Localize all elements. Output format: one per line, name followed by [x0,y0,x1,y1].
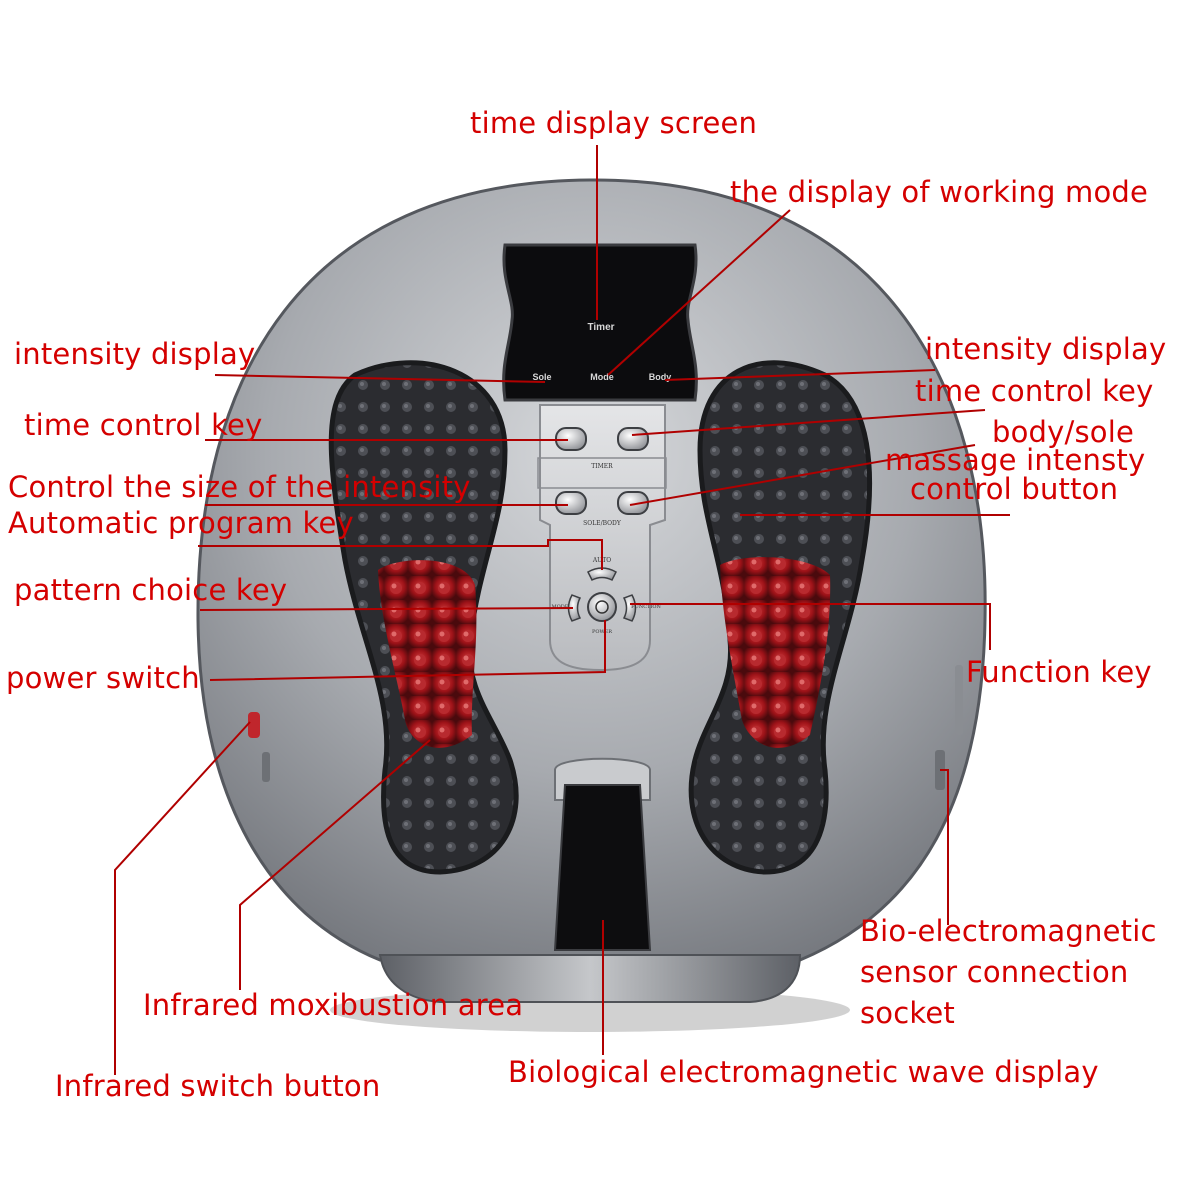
panel-function-text: FUNCTION [631,604,661,610]
lcd-screen [502,243,698,402]
screen-body-text: Body [649,372,672,382]
panel-mode-text: MODE [552,604,569,610]
leader-intensity-right [664,369,936,381]
label-pattern-choice-key: pattern choice key [14,573,288,607]
label-control-intensity-size: Control the size of the intensity [8,470,471,504]
label-bio-sensor-1: Bio-electromagnetic [860,914,1157,948]
label-body-sole-1: body/sole [992,415,1135,449]
body-intensity-button[interactable] [617,491,649,515]
pattern-choice-button[interactable] [567,594,582,622]
infrared-switch-side-button[interactable] [248,712,260,738]
leader-body-sole [629,444,976,506]
label-time-control-key-left: time control key [24,408,263,442]
screen-timer-text: Timer [587,322,614,333]
left-infrared-zone [378,560,477,748]
label-infrared-switch-button: Infrared switch button [55,1069,381,1103]
label-function-key: Function key [966,655,1152,689]
label-infrared-moxibustion-area: Infrared moxibustion area [143,988,524,1022]
power-icon [595,600,609,614]
leader-sensor-socket [940,769,949,925]
sole-intensity-button[interactable] [555,491,587,515]
label-intensity-display-left: intensity display [14,337,256,371]
power-button[interactable] [587,592,617,622]
panel-sole-body-text: SOLE/BODY [583,520,622,527]
label-bio-sensor-3: socket [860,996,955,1030]
timer-plus-button[interactable] [617,427,649,451]
panel-timer-text: TIMER [591,463,613,470]
leader-infrared-switch [114,721,251,1075]
label-time-control-key-right: time control key [915,374,1154,408]
leader-moxibustion [239,739,431,990]
screen-mode-text: Mode [590,372,614,382]
leader-power [209,620,606,681]
label-body-sole-3: control button [910,472,1119,506]
wave-display-screen [553,784,652,951]
leader-auto-program [198,539,603,570]
label-automatic-program-key: Automatic program key [8,506,354,540]
leader-time-right [631,409,986,436]
panel-power-text: POWER [592,629,612,635]
screen-sole-text: Sole [532,372,551,382]
label-intensity-display-right: intensity display [925,332,1167,366]
label-power-switch: power switch [6,661,200,695]
auto-program-button[interactable] [587,567,617,582]
leader-pattern [199,607,574,611]
label-time-display-screen: time display screen [470,106,758,140]
label-biological-wave-display: Biological electromagnetic wave display [508,1055,1099,1089]
leader-function [630,603,991,650]
label-working-mode-display: the display of working mode [730,175,1149,209]
leader-intensity-left [214,374,546,383]
label-body-sole-2: massage intensty [885,443,1146,477]
leader-working-mode [607,209,791,376]
label-bio-sensor-2: sensor connection [860,955,1129,989]
